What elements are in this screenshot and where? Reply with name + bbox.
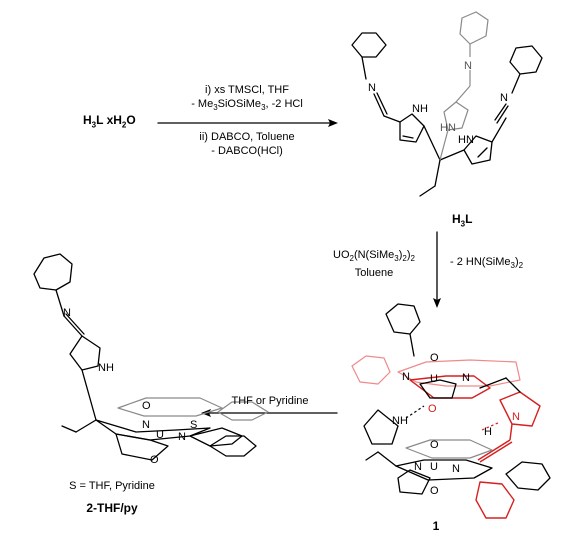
c1-o-lower-top: O [430, 439, 439, 451]
c1-o-hbond: O [428, 403, 437, 415]
h3l-n-back: N [464, 60, 472, 72]
step2-reagent: UO2(N(SiMe3)2)2 [333, 249, 415, 264]
c2-n1: N [142, 419, 150, 431]
starting-material-label: H3L xH2O [83, 113, 136, 130]
step1-condition-1: i) xs TMSCl, THF [205, 84, 289, 96]
compound-2-label: 2-THF/py [86, 501, 138, 515]
h3l-structure: N NH HN N HN N [351, 11, 543, 197]
c1-n-top-right: N [462, 372, 470, 384]
solvent-definition: S = THF, Pyridine [69, 480, 155, 492]
c2-s: S [190, 419, 197, 431]
step2-solvent: Toluene [354, 267, 394, 279]
c2-u: U [156, 429, 164, 441]
step1-condition-3: ii) DABCO, Toluene [199, 131, 295, 143]
step2-byproduct: - 2 HN(SiMe3)2 [450, 256, 524, 271]
c2-nh: NH [98, 362, 114, 374]
complex-1-structure: O U N N NH O N H O U N N O [351, 303, 551, 519]
c1-u-lower: U [430, 461, 438, 473]
h3l-n-right: N [500, 92, 508, 104]
c1-nh-left: NH [392, 415, 408, 427]
c1-n-lower-right: N [452, 463, 460, 475]
c1-h-hbond: H [484, 426, 492, 438]
c1-n-lower-left: N [414, 461, 422, 473]
c2-n2: N [178, 431, 186, 443]
c2-o-top: O [142, 400, 151, 412]
c1-n-top-left: N [402, 371, 410, 383]
c1-n-red: N [512, 411, 520, 423]
c2-n-imine: N [63, 307, 71, 319]
arrow-step1 [157, 119, 338, 127]
h3l-compound-label: H3L [452, 212, 473, 229]
h3l-hn-right: HN [458, 134, 474, 146]
c2-o-bottom: O [150, 454, 159, 466]
complex-2-structure: N NH O N U N O S [33, 253, 269, 466]
c1-o-lower-bottom: O [430, 485, 439, 497]
compound-1-label: 1 [432, 519, 440, 533]
step3-reagent: THF or Pyridine [231, 395, 309, 407]
h3l-n-left: N [368, 82, 376, 94]
h3l-nh-left: NH [412, 103, 428, 115]
h3l-hn-back: HN [440, 122, 456, 134]
arrow-step2 [433, 231, 441, 308]
step1-condition-2: - Me3SiOSiMe3, -2 HCl [191, 98, 303, 113]
c1-u-top: U [430, 373, 438, 385]
step1-condition-4: - DABCO(HCl) [211, 145, 283, 157]
c1-o-top: O [430, 352, 439, 364]
